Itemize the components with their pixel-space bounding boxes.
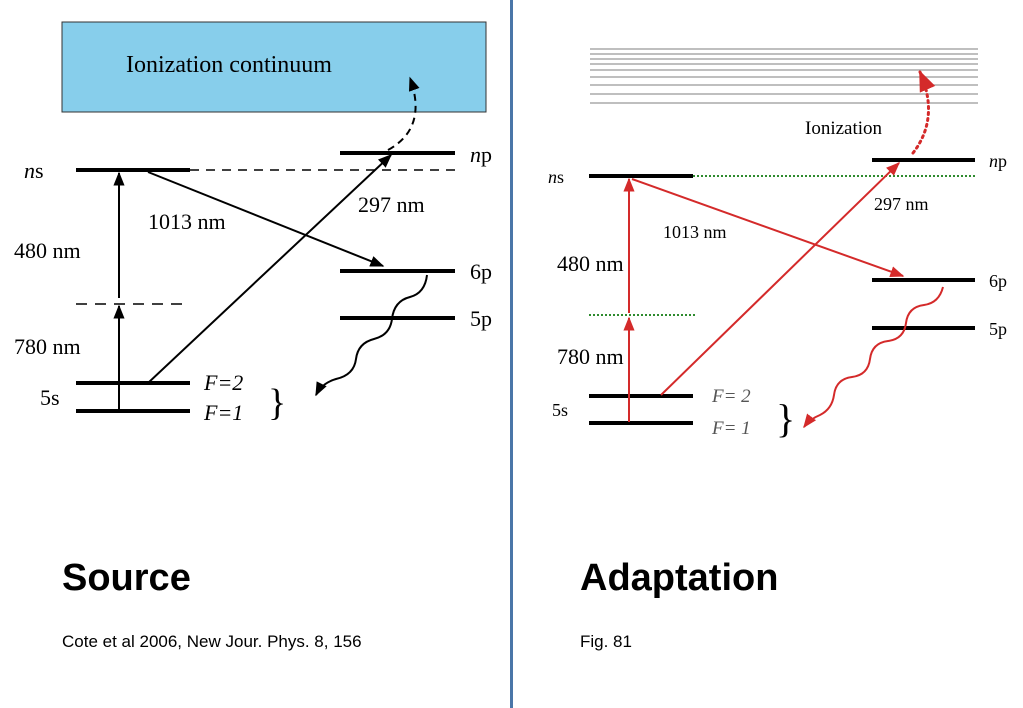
label-ns: ns <box>24 158 44 183</box>
arrow-297 <box>147 154 393 384</box>
adaptation-figure-ref: Fig. 81 <box>580 632 632 651</box>
label-1013nm: 1013 nm <box>663 222 727 242</box>
label-480nm: 480 nm <box>557 251 624 276</box>
arrow-ionization <box>911 70 936 155</box>
label-297nm: 297 nm <box>874 194 929 214</box>
ionization-label: Ionization <box>805 118 883 139</box>
continuum-label: Ionization continuum <box>126 52 332 78</box>
label-780nm: 780 nm <box>557 344 624 369</box>
arrow-1013 <box>631 178 905 278</box>
label-6p: 6p <box>989 271 1007 291</box>
source-citation: Cote et al 2006, New Jour. Phys. 8, 156 <box>62 632 362 651</box>
label-1013nm: 1013 nm <box>148 209 226 234</box>
label-5s: 5s <box>40 385 60 410</box>
label-780nm: 780 nm <box>14 334 81 359</box>
label-np: np <box>989 151 1007 171</box>
ionization-continuum-lines <box>590 48 978 104</box>
label-297nm: 297 nm <box>358 192 425 217</box>
label-f2: F= 2 <box>711 386 751 407</box>
source-title: Source <box>62 557 191 599</box>
label-f1: F=1 <box>203 400 243 425</box>
label-ns: ns <box>548 167 564 187</box>
decay-wavy-arrow <box>803 286 944 429</box>
label-f1: F= 1 <box>711 418 751 439</box>
label-np: np <box>470 142 492 167</box>
label-f2: F=2 <box>203 370 243 395</box>
label-6p: 6p <box>470 259 492 284</box>
brace-f-levels: } <box>776 396 795 441</box>
brace-f-levels: } <box>268 382 286 424</box>
panel-divider <box>510 0 513 708</box>
arrow-ionization <box>387 76 420 151</box>
source-diagram: Ionization continuum ns np 6p 5p 5s F=2 … <box>14 21 492 425</box>
label-5p: 5p <box>470 306 492 331</box>
label-480nm: 480 nm <box>14 238 81 263</box>
decay-wavy-arrow <box>315 274 428 397</box>
adaptation-title: Adaptation <box>580 557 779 599</box>
adaptation-diagram: Ionization ns np 6p 5p 5s F= 2 F= 1 } 48… <box>548 48 1007 441</box>
label-5p: 5p <box>989 319 1007 339</box>
arrow-297 <box>660 162 901 396</box>
label-5s: 5s <box>552 400 568 420</box>
arrow-1013 <box>147 171 385 267</box>
